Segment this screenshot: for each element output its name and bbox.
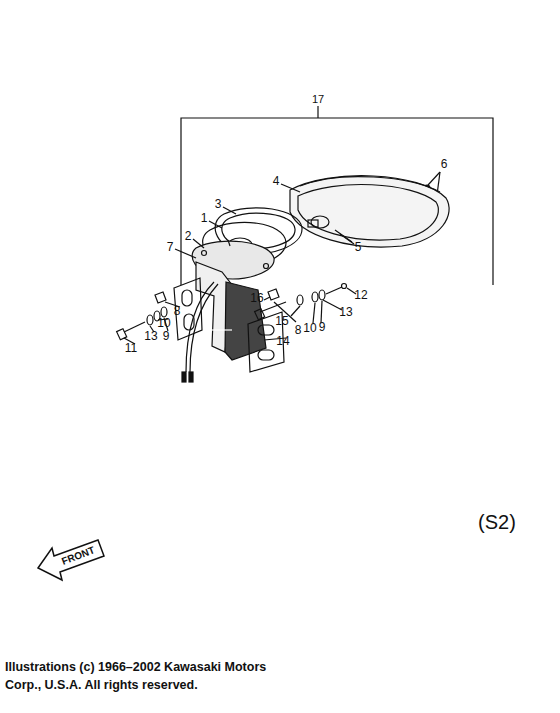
callout-number: 7: [167, 241, 174, 253]
callout-number: 15: [275, 315, 288, 327]
exploded-view: [117, 106, 493, 382]
page-code: (S2): [478, 512, 516, 532]
callout-number: 13: [339, 306, 352, 318]
callout-number: 11: [125, 342, 137, 354]
hole: [202, 251, 207, 256]
front-arrow: [38, 540, 104, 580]
callout-number: 4: [273, 175, 280, 187]
left-fasteners: [117, 292, 167, 340]
callout-number: 12: [354, 289, 367, 301]
assembly-bracket: [181, 118, 493, 285]
callout-number: 3: [215, 198, 222, 210]
mount-plate: [174, 278, 284, 372]
callout-number: 13: [144, 330, 157, 342]
callout-number: 2: [185, 230, 192, 242]
callout-number: 10: [157, 317, 170, 329]
callout-number: 16: [250, 292, 263, 304]
lamp-wire: [182, 282, 218, 382]
callout-number: 8: [295, 324, 302, 336]
callout-number: 6: [441, 158, 448, 170]
callout-number: 1: [201, 212, 208, 224]
callout-number: 9: [319, 321, 326, 333]
callout-number: 8: [174, 305, 181, 317]
tail-lens: [290, 176, 449, 247]
right-fasteners: [255, 284, 347, 320]
copyright-caption: Illustrations (c) 1966–2002 Kawasaki Mot…: [5, 658, 305, 694]
callout-number: 17: [312, 94, 324, 105]
callout-number: 9: [163, 330, 170, 342]
callout-number: 10: [303, 322, 316, 334]
leader-lines: [124, 184, 356, 344]
hole: [264, 264, 269, 269]
callout-number: 5: [355, 241, 362, 253]
leader-line: [317, 106, 318, 118]
callout-number: 14: [276, 335, 289, 347]
license-bracket: [196, 262, 266, 360]
